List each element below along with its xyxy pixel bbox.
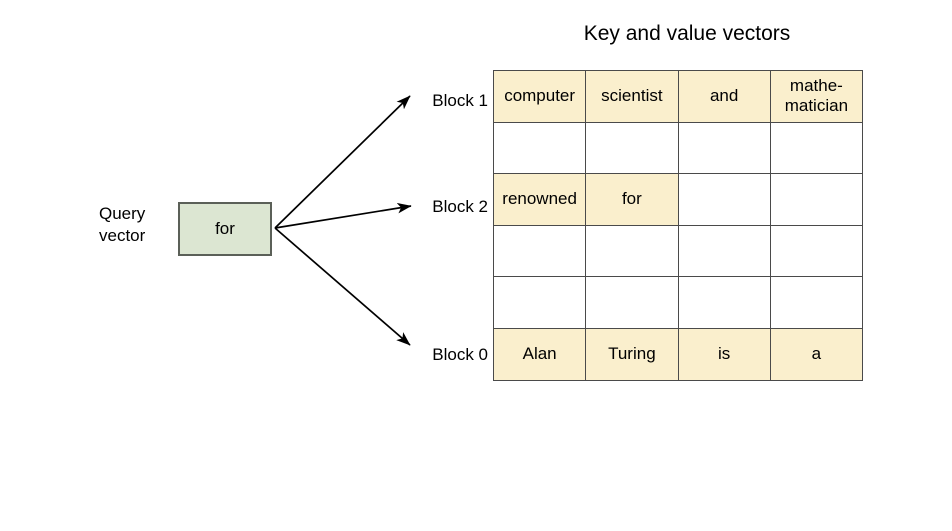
table-cell (492, 276, 587, 329)
query-vector-label: Query vector (99, 203, 175, 247)
table-cell (769, 276, 864, 329)
query-vector-label-line1: Query (99, 204, 146, 223)
table-cell: a (769, 327, 864, 381)
table-cell (769, 121, 864, 175)
table-cell (677, 224, 771, 278)
table-row (492, 276, 864, 329)
page-title: Key and value vectors (583, 22, 791, 45)
table-cell (677, 276, 771, 329)
block-label-block-2: Block 2 (432, 197, 488, 216)
table-cell: for (585, 173, 679, 226)
table-row (492, 224, 864, 278)
table-cell (769, 224, 864, 278)
table-cell: renowned (492, 173, 587, 226)
table-cell (585, 276, 679, 329)
table-row (492, 121, 864, 175)
table-cell: mathe-matician (769, 70, 864, 123)
table-cell: scientist (585, 70, 679, 123)
table-cell: and (677, 70, 771, 123)
query-vector-label-line2: vector (99, 226, 146, 245)
query-vector-box[interactable]: for (178, 202, 272, 256)
table-cell (492, 121, 587, 175)
table-cell (769, 173, 864, 226)
table-cell (677, 121, 771, 175)
table-cell (492, 224, 587, 278)
table-cell: is (677, 327, 771, 381)
block-label-block-1: Block 1 (432, 91, 488, 110)
arrow-to-block-1 (274, 95, 411, 229)
table-cell (677, 173, 771, 226)
block-label-block-0: Block 0 (432, 345, 488, 364)
table-cell: Alan (492, 327, 587, 381)
arrow-to-block-2 (274, 202, 412, 229)
table-cell (585, 224, 679, 278)
table-cell: Turing (585, 327, 679, 381)
table-cell (585, 121, 679, 175)
arrow-to-block-0 (274, 227, 411, 346)
table-cell: computer (492, 70, 587, 123)
query-vector-token: for (215, 219, 235, 238)
